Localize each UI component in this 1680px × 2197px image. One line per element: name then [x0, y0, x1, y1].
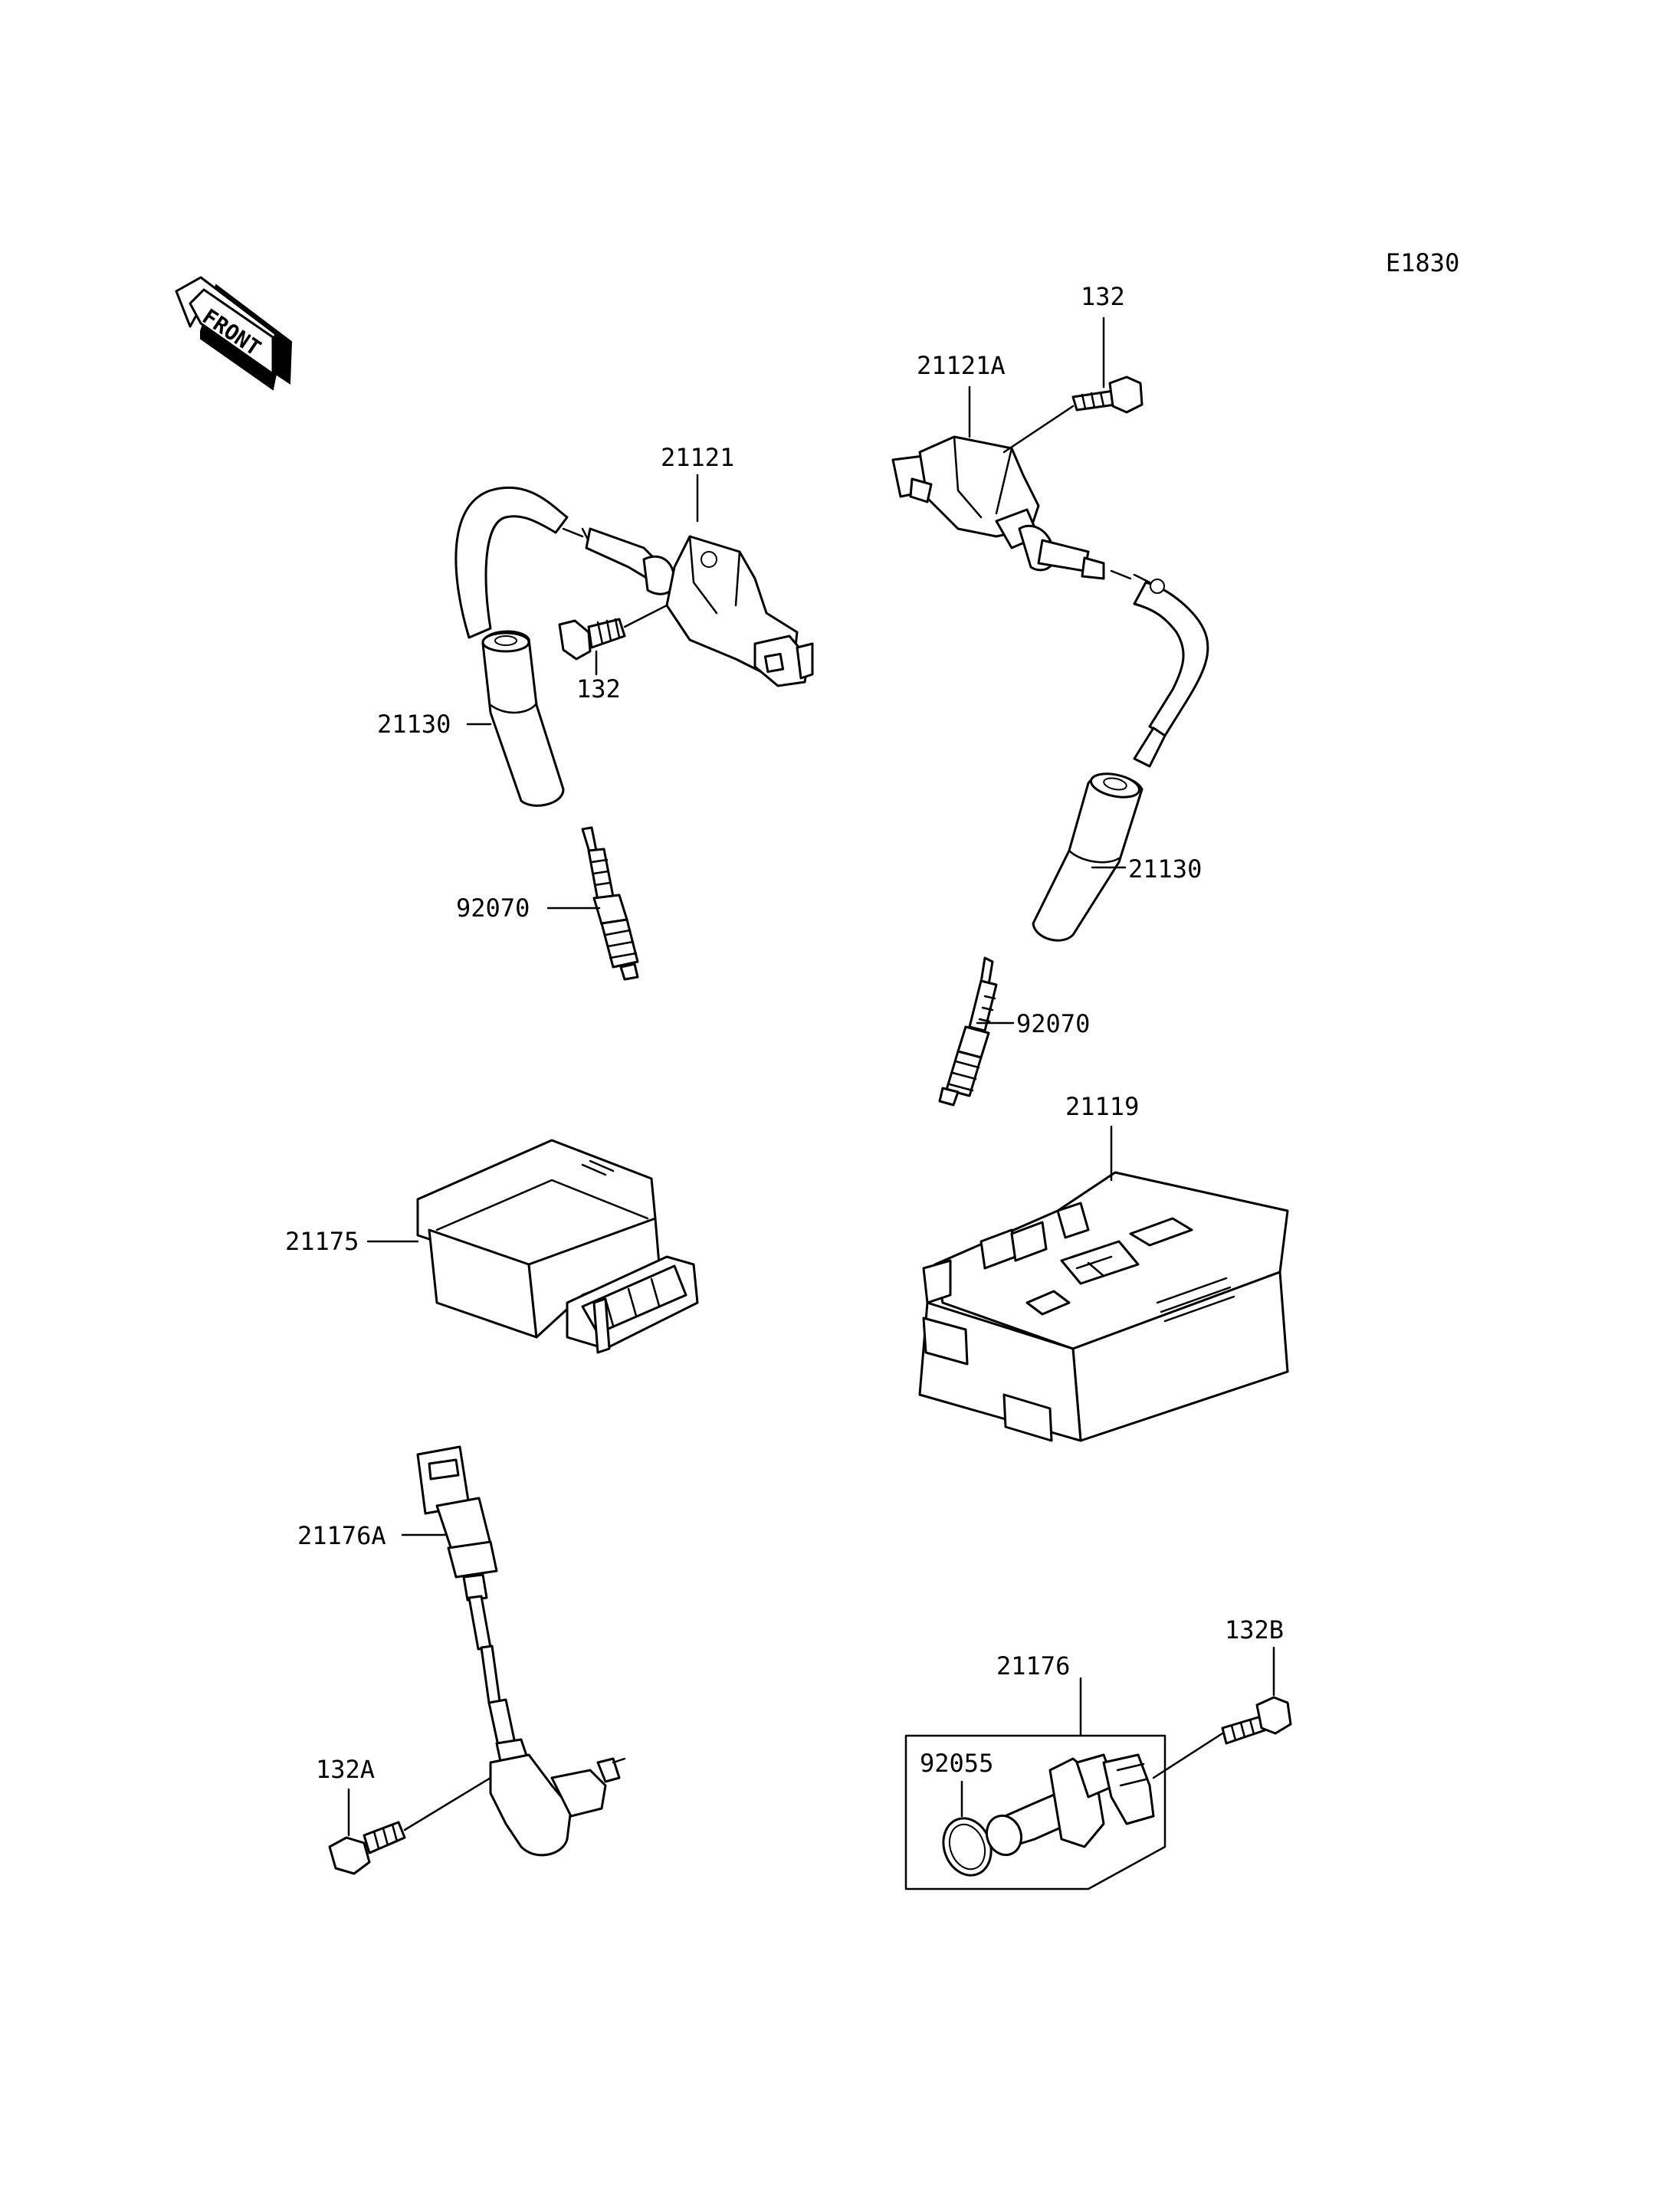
ecu-21119[interactable] [918, 1171, 1289, 1442]
front-arrow-icon: FRONT [175, 276, 293, 391]
label-132a: 132A [316, 1755, 375, 1784]
label-92070-left: 92070 [456, 894, 530, 923]
cdi-unit-21175[interactable] [416, 1139, 699, 1354]
bolt-132b[interactable] [1221, 1696, 1292, 1745]
diagram-code: E1830 [1386, 248, 1459, 277]
bolt-132a[interactable] [328, 1821, 406, 1875]
label-132-left: 132 [576, 674, 621, 703]
label-92070-right: 92070 [1016, 1009, 1090, 1038]
label-21121a: 21121A [917, 351, 1006, 380]
camshaft-sensor[interactable] [981, 1753, 1155, 1860]
label-21176a: 21176A [297, 1521, 386, 1550]
label-132-top: 132 [1081, 282, 1125, 311]
sensor-kit-frame-21176 [904, 1734, 1166, 1890]
label-21119: 21119 [1065, 1092, 1139, 1121]
label-92055: 92055 [920, 1749, 993, 1778]
label-21121: 21121 [661, 443, 734, 472]
spark-plug-right[interactable] [938, 956, 998, 1107]
spark-plug-cap-left[interactable] [481, 630, 565, 807]
o-ring-92055[interactable] [936, 1812, 999, 1882]
label-21175: 21175 [285, 1227, 359, 1256]
label-21130-left: 21130 [377, 710, 451, 739]
bolt-132-left[interactable] [558, 618, 626, 661]
label-132b: 132B [1225, 1615, 1284, 1644]
ignition-coil-left[interactable] [454, 486, 814, 687]
sensor-harness-21176a[interactable] [416, 1445, 626, 1857]
bolt-132-top[interactable] [1071, 375, 1144, 414]
ignition-coil-right[interactable] [891, 435, 1209, 768]
label-21130-right: 21130 [1128, 854, 1202, 884]
spark-plug-cap-right[interactable] [1032, 770, 1144, 942]
spark-plug-left[interactable] [581, 826, 639, 981]
label-21176: 21176 [996, 1651, 1070, 1681]
